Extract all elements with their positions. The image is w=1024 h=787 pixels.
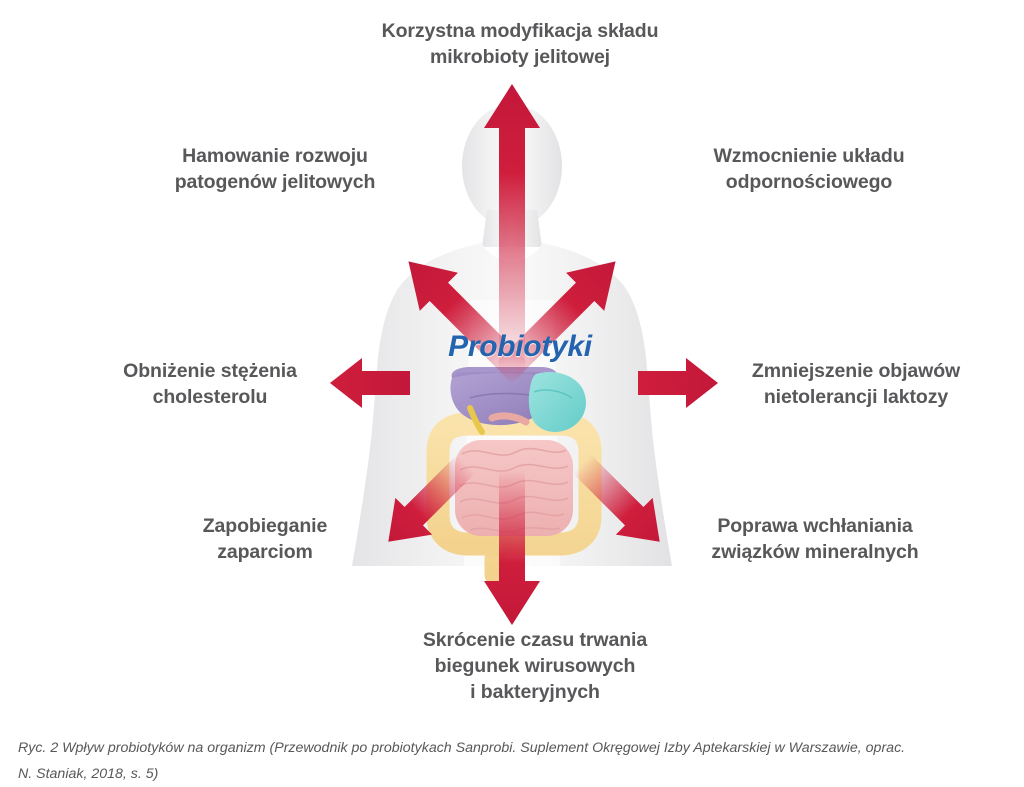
- arrow-upper-left: [408, 261, 531, 384]
- benefit-label-lactose-intolerance: Zmniejszenie objawów nietolerancji lakto…: [751, 360, 961, 408]
- figure-caption: Ryc. 2 Wpływ probiotyków na organizm (Pr…: [18, 740, 906, 782]
- center-title-probiotyki: Probiotyki: [448, 330, 592, 363]
- arrow-lower-left: [388, 454, 476, 542]
- arrow-layer: [330, 84, 718, 625]
- benefit-label-cholesterol: Obniżenie stężenia cholesterolu: [123, 360, 297, 408]
- organ-pancreas: [488, 412, 530, 426]
- arrow-lower-right: [572, 454, 660, 542]
- benefit-label-mineral-absorption: Poprawa wchłaniania związków mineralnych: [711, 515, 919, 563]
- benefit-label-gut-microbiota: Korzystna modyfikacja składu mikrobioty …: [381, 20, 659, 68]
- arrow-right: [638, 358, 718, 408]
- benefit-label-pathogen-inhibition: Hamowanie rozwoju patogenów jelitowych: [174, 145, 376, 193]
- organ-stomach: [528, 372, 586, 433]
- arrow-left: [330, 358, 410, 408]
- arrow-upper-right: [493, 261, 616, 384]
- diagram-stage: Probiotyki Korzystna modyfikacja składu …: [123, 20, 961, 703]
- benefit-label-diarrhea-duration: Skrócenie czasu trwania biegunek wirusow…: [422, 629, 648, 703]
- arrow-top: [484, 84, 540, 380]
- arrow-bottom: [484, 470, 540, 625]
- benefit-label-immune-system: Wzmocnienie układu odpornościowego: [713, 145, 905, 193]
- organ-gallbladder: [467, 405, 485, 435]
- benefit-label-constipation: Zapobieganie zaparciom: [202, 515, 328, 563]
